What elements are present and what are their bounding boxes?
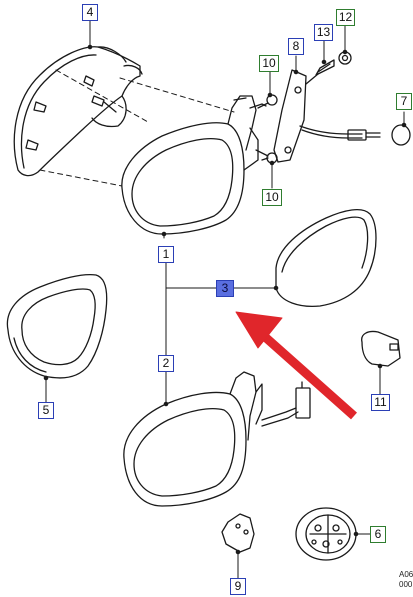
drawing-code: A06 000	[399, 570, 413, 590]
callout-10-upper[interactable]: 10	[259, 55, 279, 72]
bolt-part-10-upper	[257, 94, 278, 109]
motor-part	[295, 507, 357, 561]
leader-lines	[43, 19, 407, 579]
callout-10-lower[interactable]: 10	[262, 189, 282, 206]
callout-1[interactable]: 1	[158, 246, 174, 263]
grommet-part	[391, 124, 411, 146]
red-arrow	[235, 311, 357, 420]
mirror-cover-part	[13, 46, 143, 177]
drawing-code-line-1: A06	[399, 570, 413, 579]
bracket-part	[361, 330, 401, 367]
callout-2[interactable]: 2	[158, 355, 174, 372]
callout-5[interactable]: 5	[38, 402, 54, 419]
callout-9[interactable]: 9	[230, 578, 246, 595]
mirror-assembly-upper	[121, 95, 269, 235]
clip-part	[221, 513, 255, 553]
callout-11[interactable]: 11	[371, 394, 390, 411]
mirror-glass-part	[275, 208, 377, 308]
mirror-assembly-lower	[123, 371, 311, 507]
drawing-code-line-2: 000	[399, 580, 413, 589]
cable-part	[299, 125, 381, 141]
callout-13[interactable]: 13	[314, 24, 333, 41]
callout-3[interactable]: 3	[216, 280, 234, 297]
explode-lines	[39, 69, 235, 187]
screw-part	[305, 59, 335, 85]
gasket-plate-part	[273, 69, 307, 163]
callout-12[interactable]: 12	[336, 9, 355, 26]
callout-6[interactable]: 6	[370, 526, 386, 543]
callout-7[interactable]: 7	[396, 93, 412, 110]
mirror-frame-part	[6, 273, 108, 379]
callout-4[interactable]: 4	[82, 4, 98, 21]
callout-8[interactable]: 8	[288, 38, 304, 55]
